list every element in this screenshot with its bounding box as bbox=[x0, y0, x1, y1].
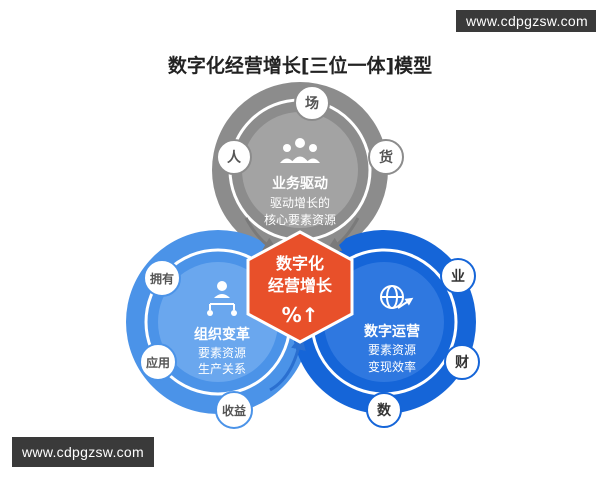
globe-arrow-icon bbox=[380, 285, 414, 309]
center-line2: 经营增长 bbox=[268, 276, 333, 295]
business-line1: 驱动增长的 bbox=[270, 195, 330, 210]
svg-text:货: 货 bbox=[378, 149, 393, 166]
organization-line2: 生产关系 bbox=[198, 362, 246, 376]
node-person: 人 bbox=[216, 139, 252, 175]
node-apply: 应用 bbox=[139, 343, 177, 381]
svg-text:数: 数 bbox=[377, 402, 392, 419]
business-drive-circle bbox=[212, 82, 388, 258]
business-title: 业务驱动 bbox=[272, 175, 328, 192]
node-place: 场 bbox=[294, 85, 330, 121]
operation-title: 数字运营 bbox=[364, 323, 420, 340]
arrow-business-to-center-right bbox=[325, 217, 360, 252]
org-chart-icon bbox=[207, 281, 237, 316]
svg-text:业: 业 bbox=[451, 269, 465, 285]
page-title: 数字化经营增长[三位一体]模型 bbox=[168, 54, 432, 77]
node-revenue: 收益 bbox=[215, 391, 253, 429]
arrow-bottom-to-center bbox=[269, 334, 306, 392]
operation-line2: 变现效率 bbox=[368, 359, 416, 374]
organization-line1: 要素资源 bbox=[198, 346, 246, 360]
center-line1: 数字化 bbox=[276, 254, 324, 273]
center-hexagon: 数字化 经营增长 %↑ bbox=[246, 230, 354, 344]
node-own: 拥有 bbox=[143, 259, 181, 297]
watermark-bottom: www.cdpgzsw.com bbox=[12, 437, 154, 467]
people-group-icon bbox=[280, 138, 320, 163]
svg-text:应用: 应用 bbox=[146, 355, 170, 370]
svg-text:拥有: 拥有 bbox=[150, 271, 174, 286]
watermark-top: www.cdpgzsw.com bbox=[456, 10, 596, 32]
business-line2: 核心要素资源 bbox=[264, 213, 336, 227]
organization-title: 组织变革 bbox=[194, 326, 250, 343]
node-data: 数 bbox=[366, 392, 402, 428]
svg-text:场: 场 bbox=[305, 96, 319, 112]
svg-text:财: 财 bbox=[454, 354, 469, 371]
node-business: 业 bbox=[440, 258, 476, 294]
svg-text:收益: 收益 bbox=[222, 403, 246, 418]
percent-up-icon: %↑ bbox=[282, 303, 319, 327]
arrow-business-to-center bbox=[244, 217, 279, 252]
operation-line1: 要素资源 bbox=[368, 343, 416, 357]
node-goods: 货 bbox=[368, 139, 404, 175]
svg-text:人: 人 bbox=[227, 149, 242, 166]
node-finance: 财 bbox=[444, 344, 480, 380]
